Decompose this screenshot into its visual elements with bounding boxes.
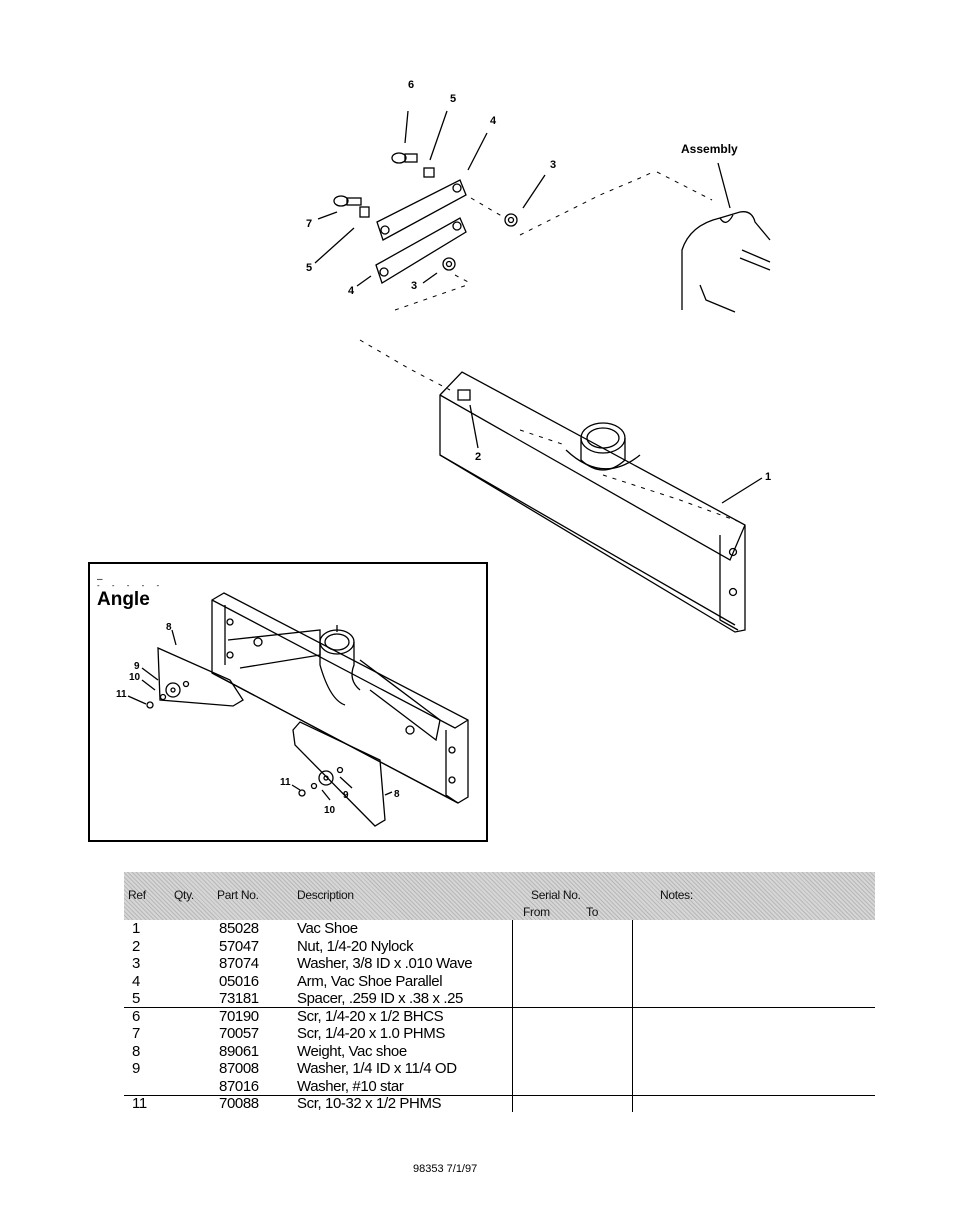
table-row: 6 70190 Scr, 1/4-20 x 1/2 BHCS	[124, 1008, 875, 1026]
cell-part-no: 87074	[219, 955, 259, 972]
cell-description: Weight, Vac shoe	[297, 1042, 407, 1060]
cell-description: Scr, 1/4-20 x 1.0 PHMS	[297, 1025, 445, 1042]
assembly-label: Assembly	[681, 142, 738, 156]
table-row: 87016 Washer, #10 star	[124, 1078, 875, 1096]
header-ref: Ref	[128, 888, 146, 902]
cell-ref: 4	[132, 972, 140, 990]
cell-part-no: 87008	[219, 1060, 259, 1077]
column-divider	[632, 920, 633, 1112]
cell-ref: 11	[132, 1095, 147, 1112]
inset-frame	[88, 562, 488, 842]
callout-7: 7	[306, 218, 313, 230]
cell-description: Washer, 1/4 ID x 11/4 OD	[297, 1060, 457, 1077]
inset-callout-9: 9	[134, 661, 140, 672]
callout-5: 5	[450, 93, 457, 105]
table-row: 5 73181 Spacer, .259 ID x .38 x .25	[124, 990, 875, 1008]
inset-callout-9b: 9	[343, 790, 349, 801]
parts-table: Ref Qty. Part No. Description Serial No.…	[124, 872, 875, 1113]
callout-6: 6	[408, 79, 415, 91]
cell-ref: 6	[132, 1007, 140, 1025]
inset-callout-11b: 11	[280, 777, 291, 788]
cell-description: Washer, #10 star	[297, 1077, 404, 1095]
callout-2: 2	[475, 451, 482, 463]
table-row: 2 57047 Nut, 1/4-20 Nylock	[124, 938, 875, 956]
callout-4: 4	[490, 115, 497, 127]
table-header: Ref Qty. Part No. Description Serial No.…	[124, 872, 875, 920]
callout-5b: 5	[306, 262, 313, 274]
row-divider	[124, 1007, 875, 1008]
callout-3: 3	[550, 159, 557, 171]
table-row: 4 05016 Arm, Vac Shoe Parallel	[124, 973, 875, 991]
cell-description: Arm, Vac Shoe Parallel	[297, 972, 443, 990]
cell-part-no: 70057	[219, 1025, 259, 1042]
cell-part-no: 70190	[219, 1007, 259, 1025]
callout-3b: 3	[411, 280, 418, 292]
cell-part-no: 70088	[219, 1095, 259, 1112]
cell-part-no: 87016	[219, 1077, 259, 1095]
table-row: 7 70057 Scr, 1/4-20 x 1.0 PHMS	[124, 1025, 875, 1043]
inset-callout-8b: 8	[394, 789, 400, 800]
exploded-parts-diagram	[314, 110, 771, 633]
cell-ref: 1	[132, 920, 140, 937]
inset-callout-11: 11	[116, 689, 127, 700]
header-from: From	[523, 905, 550, 919]
column-divider	[512, 920, 513, 1112]
cell-part-no: 85028	[219, 920, 259, 937]
header-serial-no: Serial No.	[531, 888, 581, 902]
cell-description: Washer, 3/8 ID x .010 Wave	[297, 955, 473, 972]
cell-description: Nut, 1/4-20 Nylock	[297, 937, 414, 955]
table-row: 8 89061 Weight, Vac shoe	[124, 1043, 875, 1061]
cell-description: Scr, 1/4-20 x 1/2 BHCS	[297, 1007, 444, 1025]
document-number: 98353 7/1/97	[413, 1163, 478, 1175]
row-divider	[124, 1095, 875, 1096]
cell-description: Vac Shoe	[297, 920, 358, 937]
header-description: Description	[297, 888, 354, 902]
callout-1: 1	[765, 471, 772, 483]
cell-part-no: 89061	[219, 1042, 259, 1060]
table-row: 9 87008 Washer, 1/4 ID x 11/4 OD	[124, 1060, 875, 1078]
inset-callout-10b: 10	[324, 805, 336, 816]
cell-ref: 2	[132, 937, 140, 955]
table-row: 11 70088 Scr, 10-32 x 1/2 PHMS	[124, 1095, 875, 1113]
cell-part-no: 05016	[219, 972, 259, 990]
cell-description: Scr, 10-32 x 1/2 PHMS	[297, 1095, 442, 1112]
cell-ref: 7	[132, 1025, 140, 1042]
callout-4b: 4	[348, 285, 355, 297]
cell-ref: 3	[132, 955, 140, 972]
cell-ref: 5	[132, 990, 140, 1007]
inset-title: Angle	[97, 589, 150, 610]
cell-description: Spacer, .259 ID x .38 x .25	[297, 990, 463, 1007]
header-qty: Qty.	[174, 888, 194, 902]
header-part-no: Part No.	[217, 888, 259, 902]
inset-dash-decoration: - - - - -	[97, 581, 165, 590]
cell-ref: 9	[132, 1060, 140, 1077]
inset-callout-10: 10	[129, 672, 141, 683]
header-to: To	[586, 905, 599, 919]
cell-ref: 8	[132, 1042, 140, 1060]
cell-part-no: 73181	[219, 990, 259, 1007]
inset-dash-mark: –	[97, 574, 106, 585]
table-row: 1 85028 Vac Shoe	[124, 920, 875, 938]
inset-callout-8: 8	[166, 622, 172, 633]
cell-part-no: 57047	[219, 937, 259, 955]
header-notes: Notes:	[660, 888, 693, 902]
table-row: 3 87074 Washer, 3/8 ID x .010 Wave	[124, 955, 875, 973]
